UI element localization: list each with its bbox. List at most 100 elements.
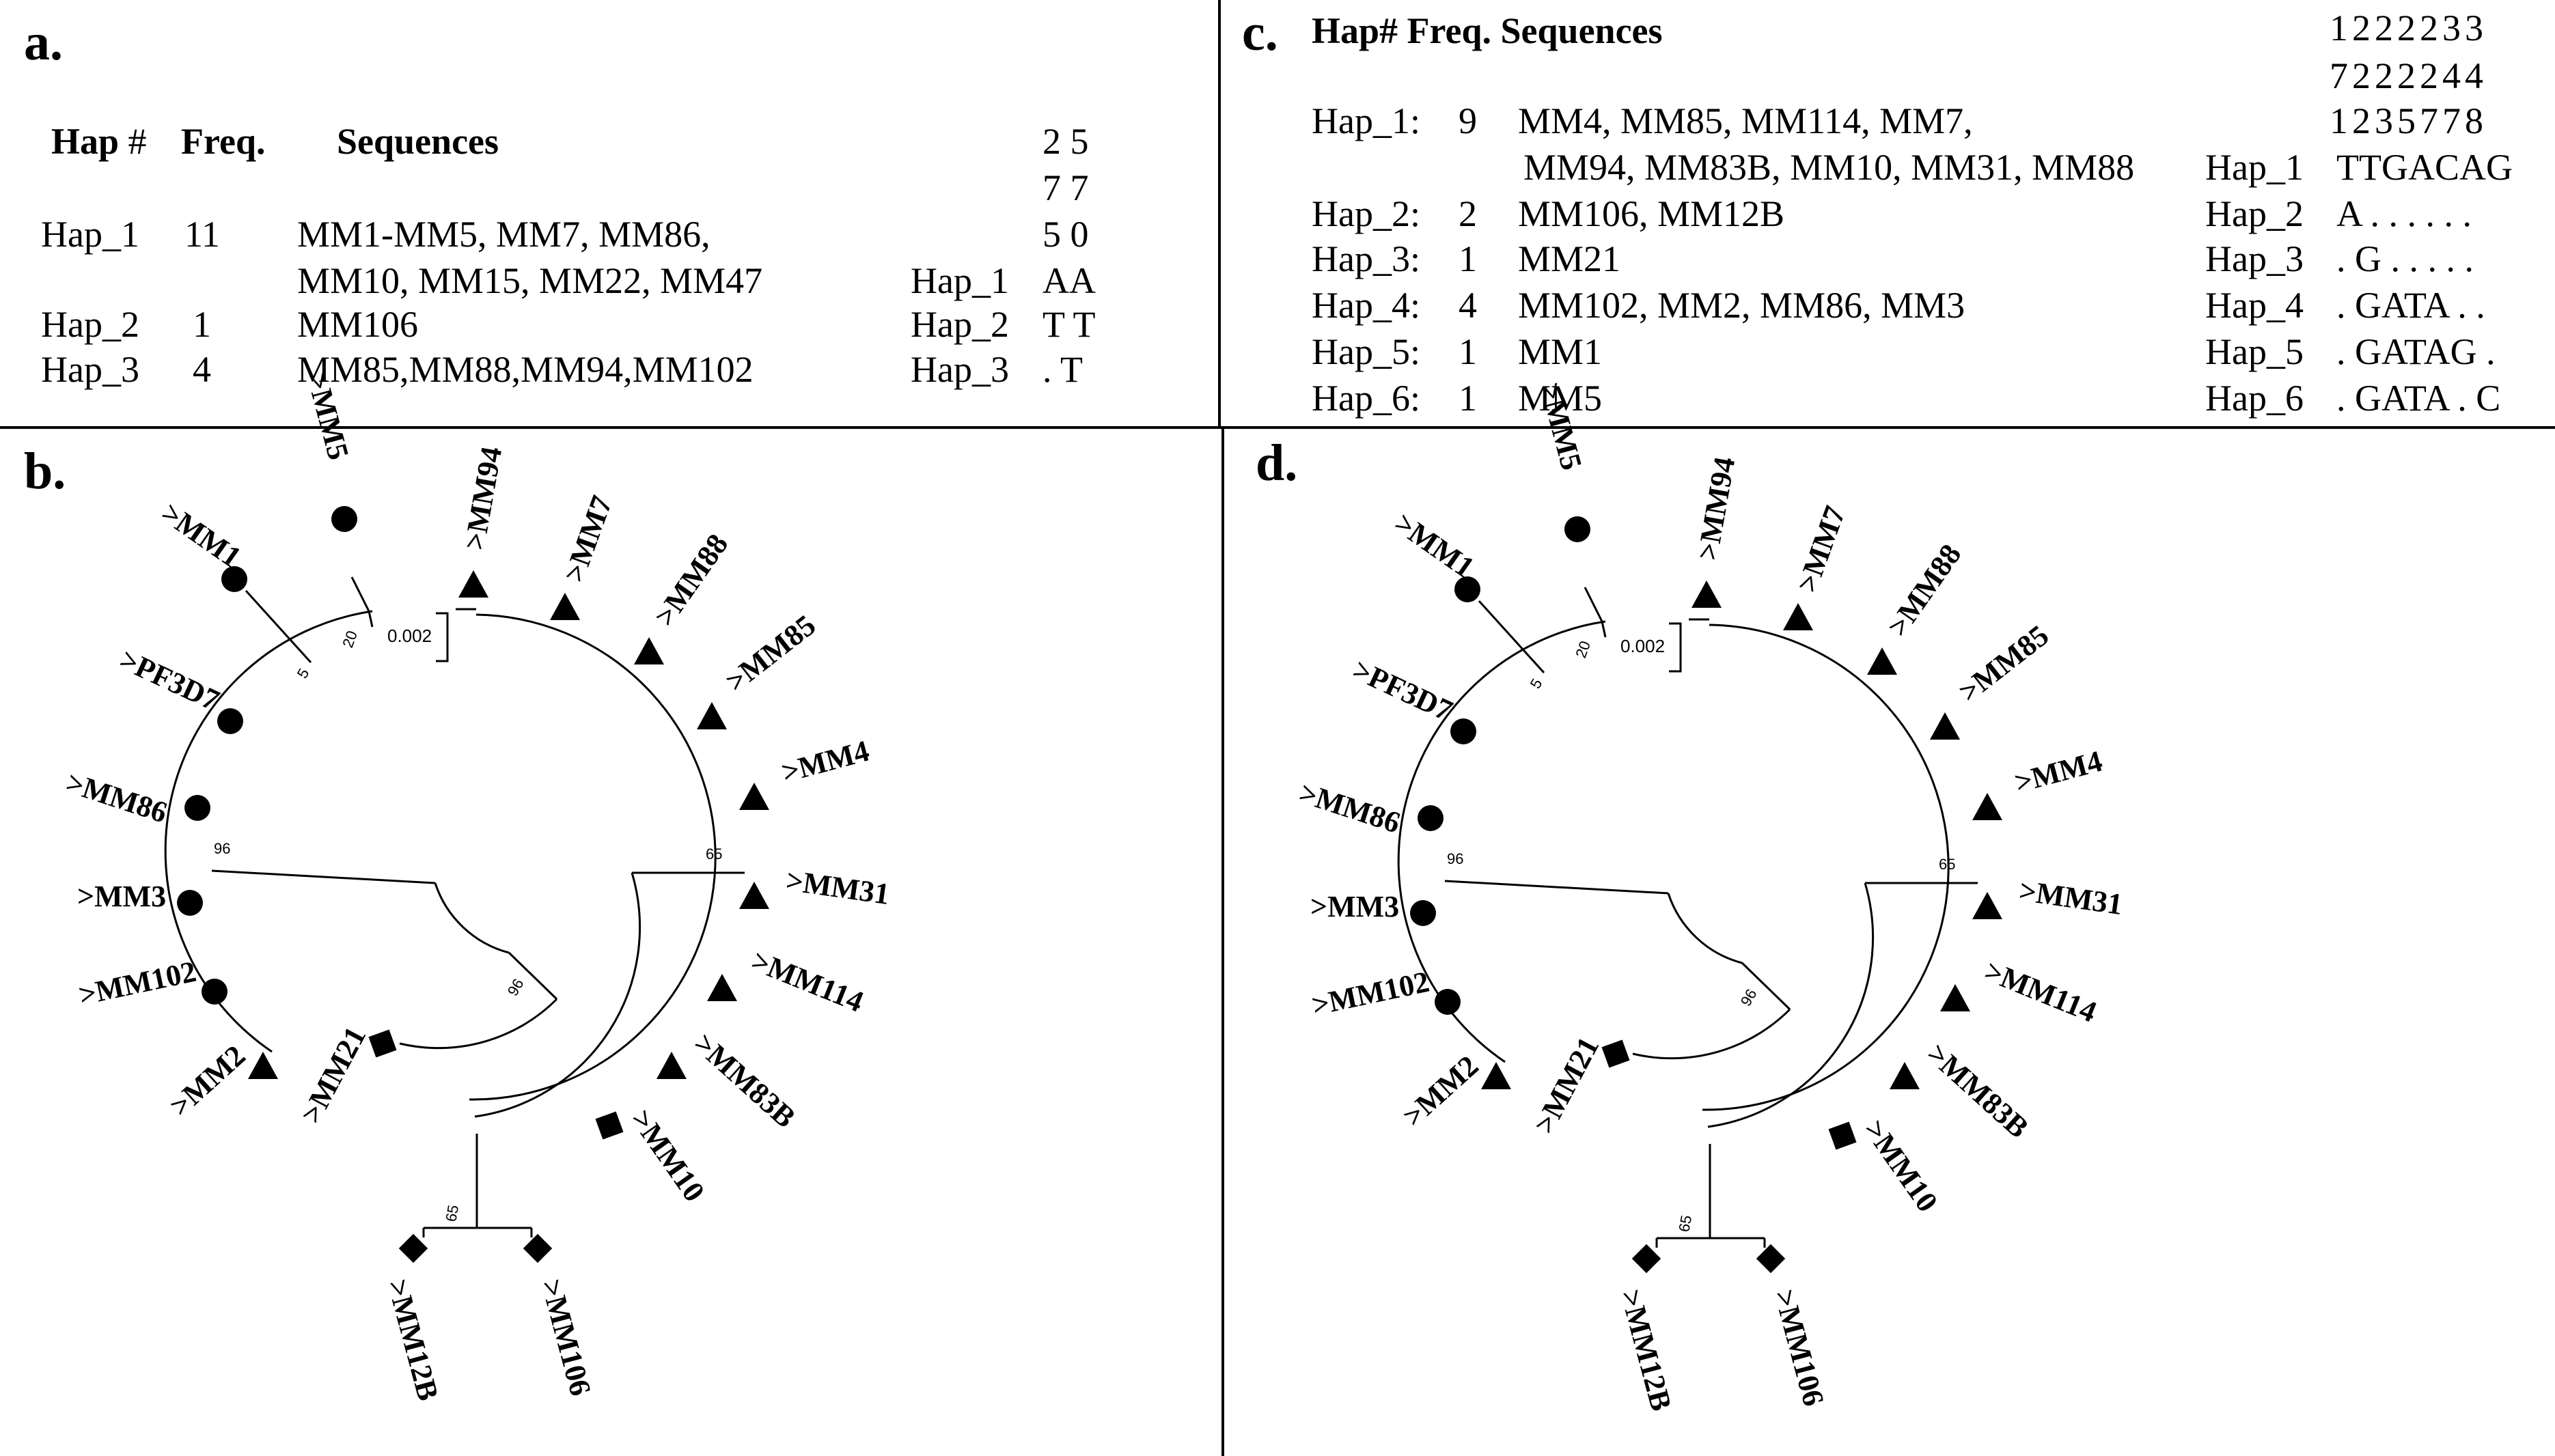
- tree-branch: [469, 613, 717, 1101]
- taxon-marker: [1940, 984, 1970, 1011]
- header-hap-text: Hap: [51, 121, 120, 162]
- tree-branch: [1741, 962, 1791, 1011]
- taxon-label: >MM12B: [1614, 1286, 1678, 1414]
- vertical-divider-bottom: [1221, 429, 1224, 1456]
- bootstrap-value: 65: [1675, 1214, 1695, 1233]
- taxon-marker: [1972, 892, 2002, 919]
- tree-branch: [1584, 587, 1607, 638]
- taxon-marker: [458, 570, 488, 598]
- tree-branch: [1444, 880, 1669, 895]
- hap-label: Hap_3: [911, 349, 1009, 390]
- taxon-marker: [739, 783, 769, 810]
- taxon-marker: [1783, 603, 1813, 630]
- taxon-label: >MM85: [1952, 619, 2055, 709]
- taxon-label: >PF3D7: [1348, 653, 1458, 728]
- taxon-label: >MM4: [2011, 744, 2105, 800]
- taxon-marker: [221, 566, 247, 592]
- bootstrap-value: 96: [214, 840, 230, 857]
- taxon-marker: [248, 1052, 278, 1079]
- hap-label: Hap_1: [911, 260, 1009, 301]
- hap-bases: TTGACAG: [2336, 147, 2513, 188]
- tree-branch: [399, 998, 558, 1050]
- hap-bases: T T: [1042, 304, 1096, 345]
- hap-label: Hap_5: [2205, 331, 2304, 372]
- taxon-marker: [1867, 647, 1897, 675]
- tree-branch: [245, 589, 312, 664]
- taxon-marker: [634, 637, 664, 664]
- header-freq: Freq.: [181, 121, 266, 162]
- taxon-marker: [331, 506, 357, 532]
- taxon-label: >MM12B: [381, 1276, 445, 1404]
- hap-bases: A . . . . . .: [2336, 193, 2472, 234]
- scale-bar-label: 0.002: [387, 626, 432, 646]
- bootstrap-value: 96: [1447, 850, 1463, 867]
- hap-freq: 4: [193, 349, 211, 390]
- tree-branch: [1632, 1008, 1791, 1060]
- hap-freq: 11: [184, 214, 220, 255]
- bootstrap-value: 5: [1527, 675, 1546, 691]
- position-row-2: 7222244: [2330, 55, 2487, 96]
- bootstrap-value: 20: [339, 628, 361, 650]
- hap-bases: . GATAG .: [2336, 331, 2496, 372]
- hap-freq: 1: [1459, 331, 1477, 372]
- taxon-label: >MM94: [1691, 454, 1742, 562]
- taxon-marker: [707, 974, 737, 1001]
- taxon-label: >MM106: [534, 1276, 597, 1399]
- tree-branch: [1667, 893, 1743, 964]
- taxon-label: >MM85: [719, 608, 822, 699]
- tree-branch: [1478, 600, 1545, 674]
- taxon-label: >MM4: [778, 734, 872, 789]
- taxon-marker: [1828, 1121, 1857, 1150]
- taxon-marker: [1410, 900, 1436, 926]
- position-row-2: 7 7: [1042, 167, 1089, 208]
- taxon-label: >MM2: [1396, 1049, 1485, 1133]
- taxon-marker: [184, 795, 210, 821]
- panel-c-header: Hap# Freq. Sequences: [1312, 10, 1663, 51]
- taxon-label: >MM5: [300, 369, 355, 463]
- hap-label: Hap_6: [2205, 378, 2304, 419]
- taxon-marker: [523, 1233, 553, 1263]
- bootstrap-value: 96: [1737, 986, 1760, 1009]
- hap-sequences: MM1-MM5, MM7, MM86,: [297, 214, 710, 255]
- hap-freq: 2: [1459, 193, 1477, 234]
- hap-id: Hap_3: [41, 349, 139, 390]
- taxon-label: >MM86: [62, 766, 171, 830]
- hap-id: Hap_5:: [1312, 331, 1420, 372]
- hap-freq: 9: [1459, 100, 1477, 141]
- taxon-label: >MM102: [76, 955, 199, 1012]
- taxon-label: >MM83B: [687, 1026, 802, 1134]
- taxon-label: >MM1: [1388, 506, 1480, 585]
- taxon-marker: [1890, 1062, 1920, 1089]
- hap-bases: . GATA . C: [2336, 378, 2501, 419]
- hap-label: Hap_2: [2205, 193, 2304, 234]
- hap-id: Hap_4:: [1312, 285, 1420, 326]
- hap-sequences: MM1: [1518, 331, 1603, 372]
- taxon-label: >MM21: [294, 1021, 373, 1128]
- hap-id: Hap_1:: [1312, 100, 1420, 141]
- taxon-marker: [202, 979, 227, 1005]
- header-sequences: Sequences: [337, 121, 499, 162]
- tree-branch: [1707, 882, 1875, 1128]
- hap-sequences: MM106: [297, 304, 419, 345]
- panel-label-c: c.: [1242, 4, 1278, 61]
- hap-freq: 4: [1459, 285, 1477, 326]
- hap-sequences-cont: MM94, MM83B, MM10, MM31, MM88: [1523, 147, 2135, 188]
- taxon-marker: [697, 702, 727, 729]
- vertical-divider-top: [1218, 0, 1221, 429]
- taxon-marker: [398, 1233, 428, 1263]
- panel-label-a: a.: [24, 14, 63, 71]
- hap-sequences: MM21: [1518, 238, 1621, 279]
- hap-label: Hap_3: [2205, 238, 2304, 279]
- hap-bases: AA: [1042, 260, 1096, 301]
- position-row-1: 2 5: [1042, 121, 1089, 162]
- hap-freq: 1: [1459, 238, 1477, 279]
- taxon-marker: [1564, 516, 1590, 542]
- taxon-label: >MM114: [747, 944, 868, 1019]
- hap-sequences: MM85,MM88,MM94,MM102: [297, 349, 754, 390]
- hap-bases: . T: [1042, 349, 1083, 390]
- taxon-marker: [1631, 1244, 1661, 1274]
- taxon-label: >MM3: [1310, 890, 1399, 923]
- taxon-label: >MM88: [1881, 538, 1967, 643]
- header-hap: Hap #: [51, 123, 147, 160]
